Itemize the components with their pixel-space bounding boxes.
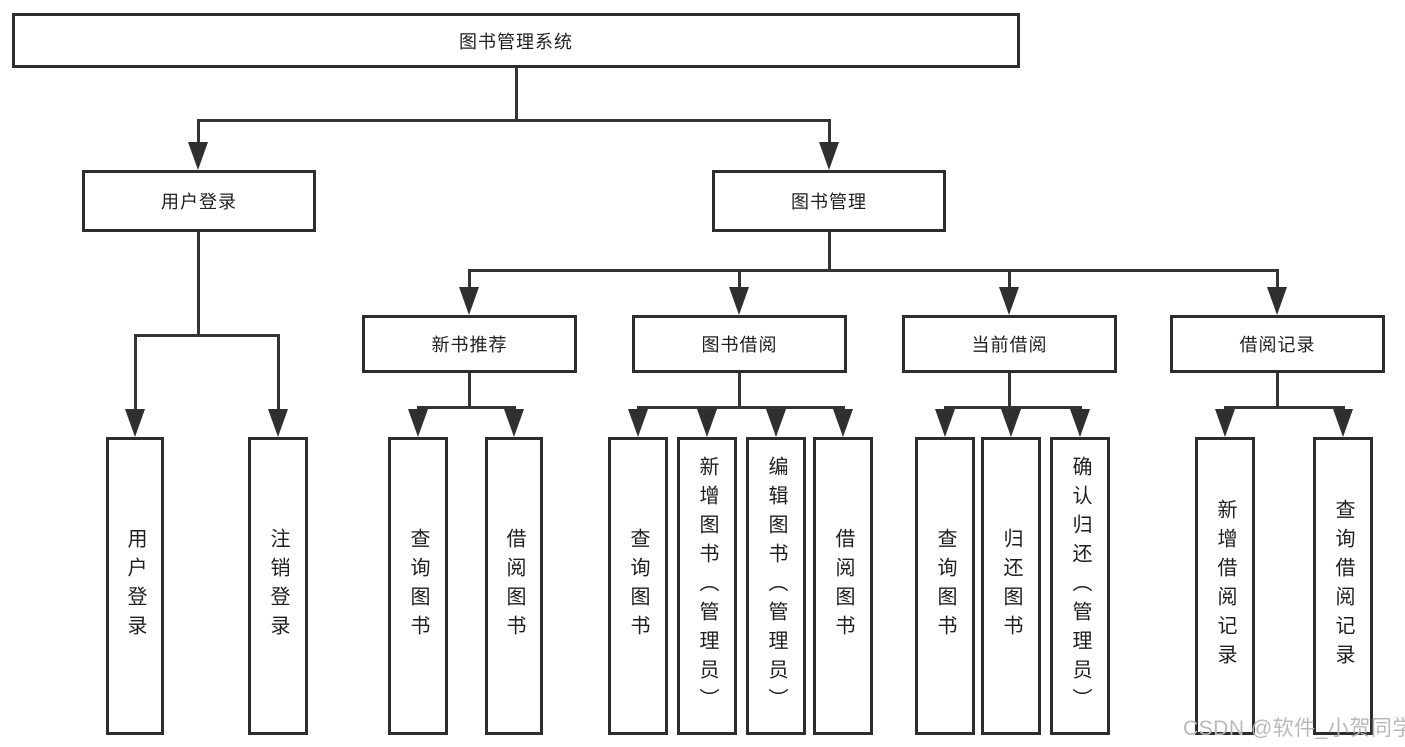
leaf-confirm-return-admin: 确认归还（管理员） (1050, 437, 1110, 735)
leaf-logout: 注销登录 (248, 437, 308, 735)
connector-line (1276, 372, 1279, 409)
arrow-down-icon (188, 142, 208, 170)
node-label: 图书管理系统 (459, 31, 573, 52)
leaf-borrow-books: 借阅图书 (813, 437, 873, 735)
arrow-down-icon (125, 409, 145, 437)
node-label: 确认归还（管理员） (1069, 455, 1091, 717)
node-label: 借阅图书 (503, 528, 525, 644)
node-label: 图书借阅 (701, 335, 778, 355)
arrow-down-icon (766, 409, 786, 437)
node-label: 归还图书 (1000, 528, 1022, 644)
leaf-query-books-current: 查询图书 (915, 437, 975, 735)
leaf-query-books-borrowing: 查询图书 (608, 437, 668, 735)
arrow-down-icon (729, 287, 749, 315)
leaf-add-borrow-record: 新增借阅记录 (1195, 437, 1255, 735)
node-label: 查询图书 (627, 528, 649, 644)
node-label: 用户登录 (124, 528, 146, 644)
arrow-down-icon (1267, 287, 1287, 315)
connector-line (738, 270, 741, 290)
node-label: 借阅记录 (1239, 335, 1316, 355)
connector-line (277, 335, 280, 415)
node-label: 新书推荐 (431, 335, 508, 355)
leaf-query-borrow-record: 查询借阅记录 (1313, 437, 1373, 735)
node-new-book-recommend: 新书推荐 (362, 315, 577, 373)
node-user-login: 用户登录 (82, 170, 316, 232)
connector-line (417, 406, 516, 409)
node-book-management: 图书管理 (712, 170, 946, 232)
node-label: 查询借阅记录 (1332, 499, 1354, 673)
connector-line (1008, 372, 1011, 409)
connector-line (197, 119, 831, 122)
arrow-down-icon (935, 409, 955, 437)
arrow-down-icon (408, 409, 428, 437)
arrow-down-icon (1333, 409, 1353, 437)
arrow-down-icon (268, 409, 288, 437)
connector-line (197, 120, 200, 148)
node-current-borrowing: 当前借阅 (902, 315, 1117, 373)
node-label: 新增借阅记录 (1214, 499, 1236, 673)
arrow-down-icon (697, 409, 717, 437)
connector-line (828, 120, 831, 148)
node-library-management-system: 图书管理系统 (12, 13, 1020, 68)
node-book-borrowing: 图书借阅 (632, 315, 847, 373)
node-label: 图书管理 (791, 192, 867, 212)
leaf-user-login: 用户登录 (106, 437, 164, 735)
node-label: 查询图书 (407, 528, 429, 644)
leaf-borrow-books-recommend: 借阅图书 (485, 437, 543, 735)
arrow-down-icon (459, 287, 479, 315)
connector-line (828, 232, 831, 272)
node-label: 编辑图书（管理员） (765, 455, 787, 717)
arrow-down-icon (1215, 409, 1235, 437)
node-borrowing-records: 借阅记录 (1170, 315, 1385, 373)
arrow-down-icon (1070, 409, 1090, 437)
node-label: 当前借阅 (971, 335, 1048, 355)
connector-line (515, 68, 518, 121)
arrow-down-icon (1001, 409, 1021, 437)
connector-line (134, 335, 137, 415)
node-label: 借阅图书 (832, 528, 854, 644)
leaf-add-books-admin: 新增图书（管理员） (677, 437, 737, 735)
connector-line (197, 232, 200, 337)
arrow-down-icon (819, 142, 839, 170)
connector-line (1276, 270, 1279, 290)
node-label: 查询图书 (934, 528, 956, 644)
connector-line (1224, 406, 1345, 409)
leaf-return-books: 归还图书 (981, 437, 1041, 735)
connector-line (468, 270, 471, 290)
arrow-down-icon (504, 409, 524, 437)
leaf-edit-books-admin: 编辑图书（管理员） (746, 437, 806, 735)
connector-line (134, 334, 280, 337)
connector-line (468, 372, 471, 409)
arrow-down-icon (628, 409, 648, 437)
arrow-down-icon (833, 409, 853, 437)
arrow-down-icon (999, 287, 1019, 315)
connector-line (1008, 270, 1011, 290)
node-label: 用户登录 (161, 192, 237, 212)
connector-line (637, 406, 845, 409)
connector-line (944, 406, 1082, 409)
connector-line (468, 269, 1279, 272)
leaf-query-books-recommend: 查询图书 (388, 437, 448, 735)
connector-line (738, 372, 741, 409)
node-label: 新增图书（管理员） (696, 455, 718, 717)
csdn-watermark: CSDN @软件_小贺同学 (1183, 717, 1405, 740)
node-label: 注销登录 (267, 528, 289, 644)
